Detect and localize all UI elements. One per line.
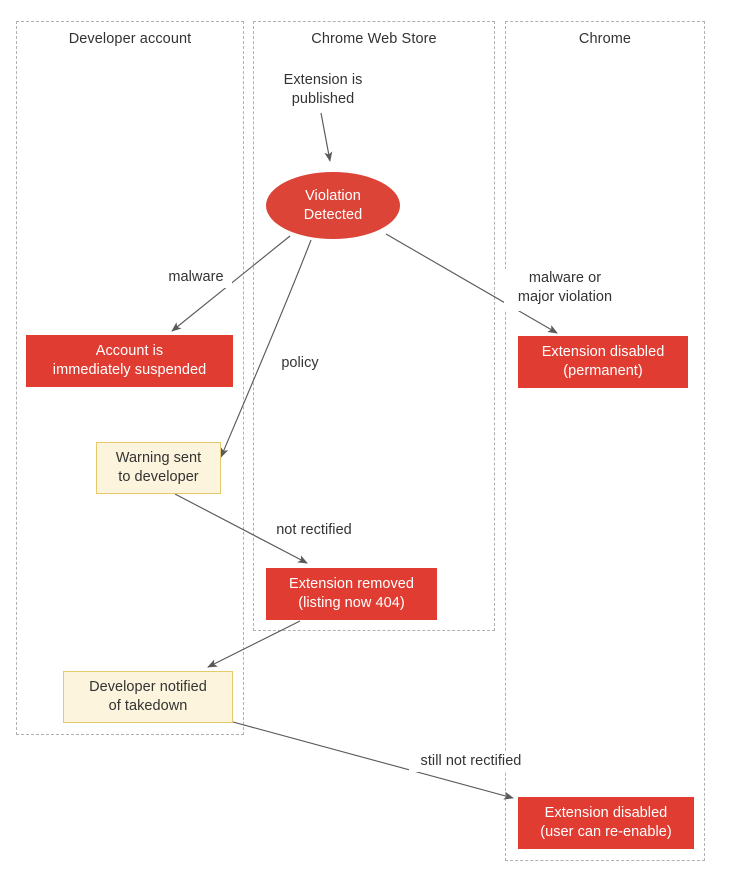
lane-chrome: Chrome: [505, 21, 705, 861]
node-developer-notified[interactable]: Developer notified of takedown: [63, 671, 233, 723]
node-account-suspended[interactable]: Account is immediately suspended: [26, 335, 233, 387]
lane-title-chrome: Chrome: [578, 31, 632, 47]
node-violation-detected[interactable]: Violation Detected: [266, 172, 400, 239]
edge-label-not-rectified: not rectified: [268, 521, 360, 541]
lane-title-chrome-web-store: Chrome Web Store: [311, 31, 437, 47]
edge-label-policy: policy: [272, 354, 328, 374]
node-extension-disabled-permanent[interactable]: Extension disabled (permanent): [518, 336, 688, 388]
edge-label-malware: malware: [160, 268, 232, 288]
edge-label-malware-or-major-violation: malware or major violation: [504, 269, 626, 311]
lane-title-developer-account: Developer account: [68, 31, 192, 47]
node-extension-disabled-reenable[interactable]: Extension disabled (user can re-enable): [518, 797, 694, 849]
node-warning-sent[interactable]: Warning sent to developer: [96, 442, 221, 494]
node-extension-published[interactable]: Extension is published: [283, 72, 363, 107]
edge-label-still-not-rectified: still not rectified: [409, 752, 533, 772]
node-extension-removed[interactable]: Extension removed (listing now 404): [266, 568, 437, 620]
